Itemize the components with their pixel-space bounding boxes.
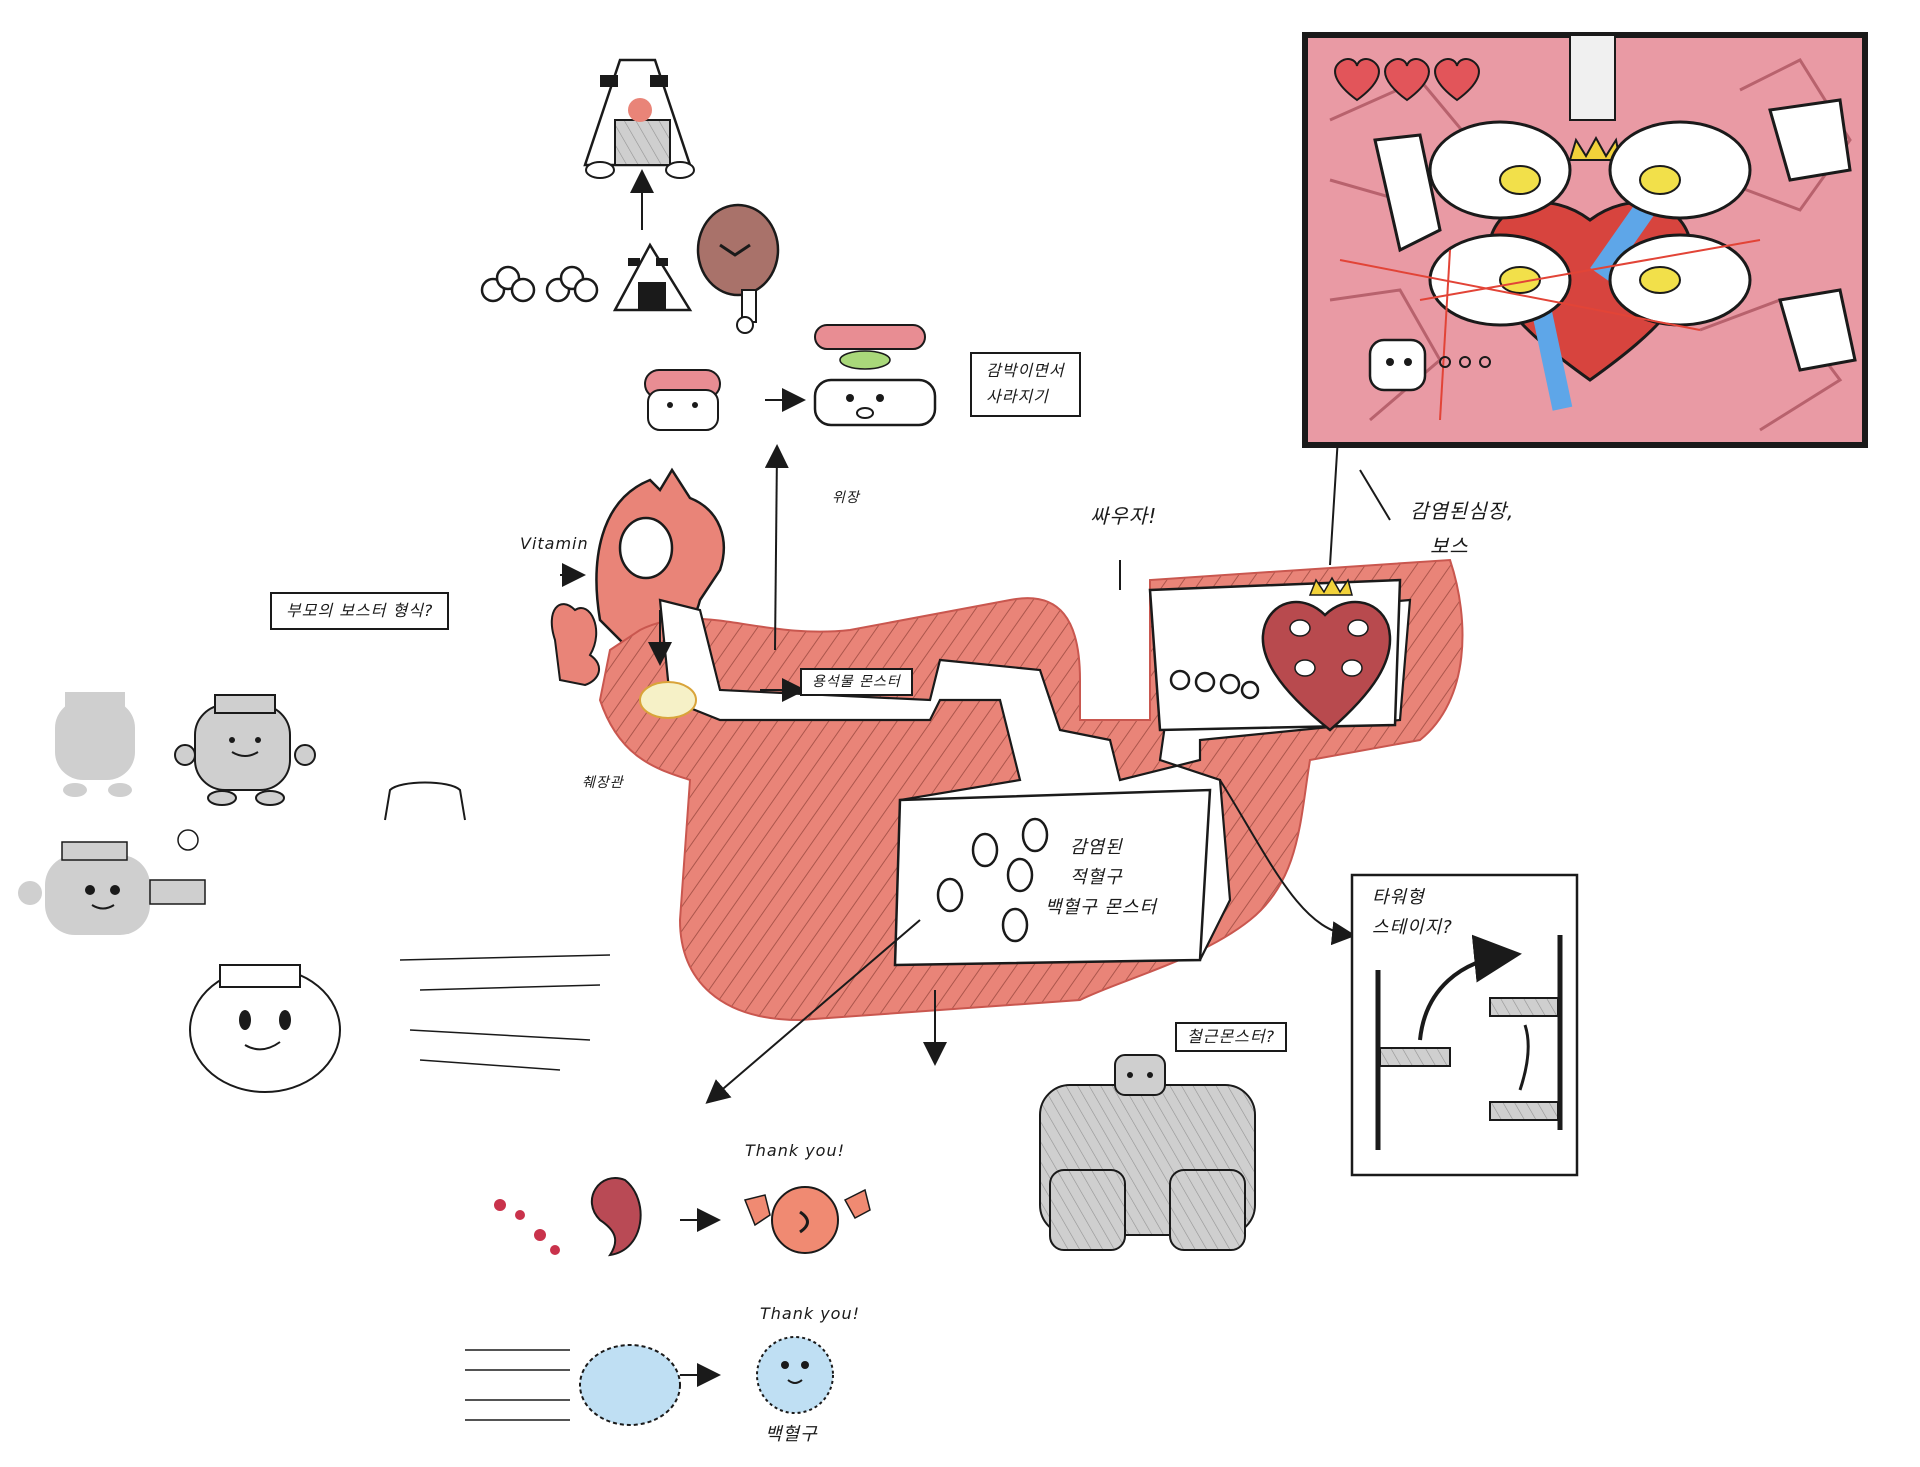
drumstick-character	[698, 205, 778, 333]
vitamin-label: Vitamin	[520, 535, 589, 553]
winged-eye-3	[1430, 235, 1570, 325]
robot-character	[18, 830, 205, 935]
sushi-character	[645, 370, 720, 430]
lane-note-line1: 감박이면서	[986, 362, 1065, 380]
robot-character	[175, 695, 315, 805]
rice-ball-character	[615, 245, 690, 310]
robot-character	[190, 955, 610, 1092]
boss-fight-panel	[1305, 35, 1865, 445]
fight-label: 싸우자!	[1090, 505, 1157, 528]
thank-you-label-2: Thank you!	[760, 1305, 860, 1323]
thank-you-label-1: Thank you!	[745, 1142, 845, 1160]
stomach-label: 위장	[832, 490, 860, 506]
mouth-creature-hand	[552, 604, 599, 685]
level-map	[552, 470, 1463, 1060]
lane-note-line2: 사라지기	[986, 388, 1065, 406]
boss-label-line1: 감염된심장,	[1410, 500, 1514, 523]
white-blood-cell-character	[465, 1345, 680, 1425]
tower-stage-line2: 스테이지?	[1372, 918, 1453, 939]
digest-monster-tag: 용석물 몬스터	[800, 668, 913, 696]
red-blood-cell-character	[494, 1178, 641, 1255]
infected-cells-line3: 백혈구 몬스터	[1045, 898, 1157, 919]
white-blood-cell-character	[757, 1337, 833, 1413]
food-characters	[482, 60, 935, 430]
cell-characters	[465, 1178, 870, 1425]
lane-note-box: 감박이면서 사라지기	[970, 352, 1081, 417]
winged-eye-2	[1610, 122, 1750, 218]
winged-eye-1	[1430, 122, 1570, 218]
robot-sketches	[18, 692, 610, 1092]
rice-ball-character	[585, 60, 694, 178]
winged-eye-4	[1610, 235, 1750, 325]
robot-character	[55, 692, 135, 797]
cells-chamber	[895, 790, 1210, 965]
white-cell-caption: 백혈구	[765, 1425, 818, 1446]
boss-label-line2: 보스	[1430, 535, 1469, 558]
tower-stage-line1: 타워형	[1372, 888, 1425, 909]
golem-character	[1040, 1055, 1255, 1250]
mentor-tag: 부모의 보스터 형식?	[270, 592, 449, 630]
sushi-character	[815, 325, 935, 425]
infected-cells-line2: 적혈구	[1070, 868, 1123, 889]
clover-icon	[482, 267, 597, 301]
red-blood-cell-character	[745, 1187, 870, 1253]
infected-cells-line1: 감염된	[1070, 838, 1123, 859]
golem-tag: 철근몬스터?	[1175, 1022, 1287, 1052]
bile-duct-label: 췌장관	[582, 775, 624, 791]
hearts-hud	[1335, 59, 1479, 100]
